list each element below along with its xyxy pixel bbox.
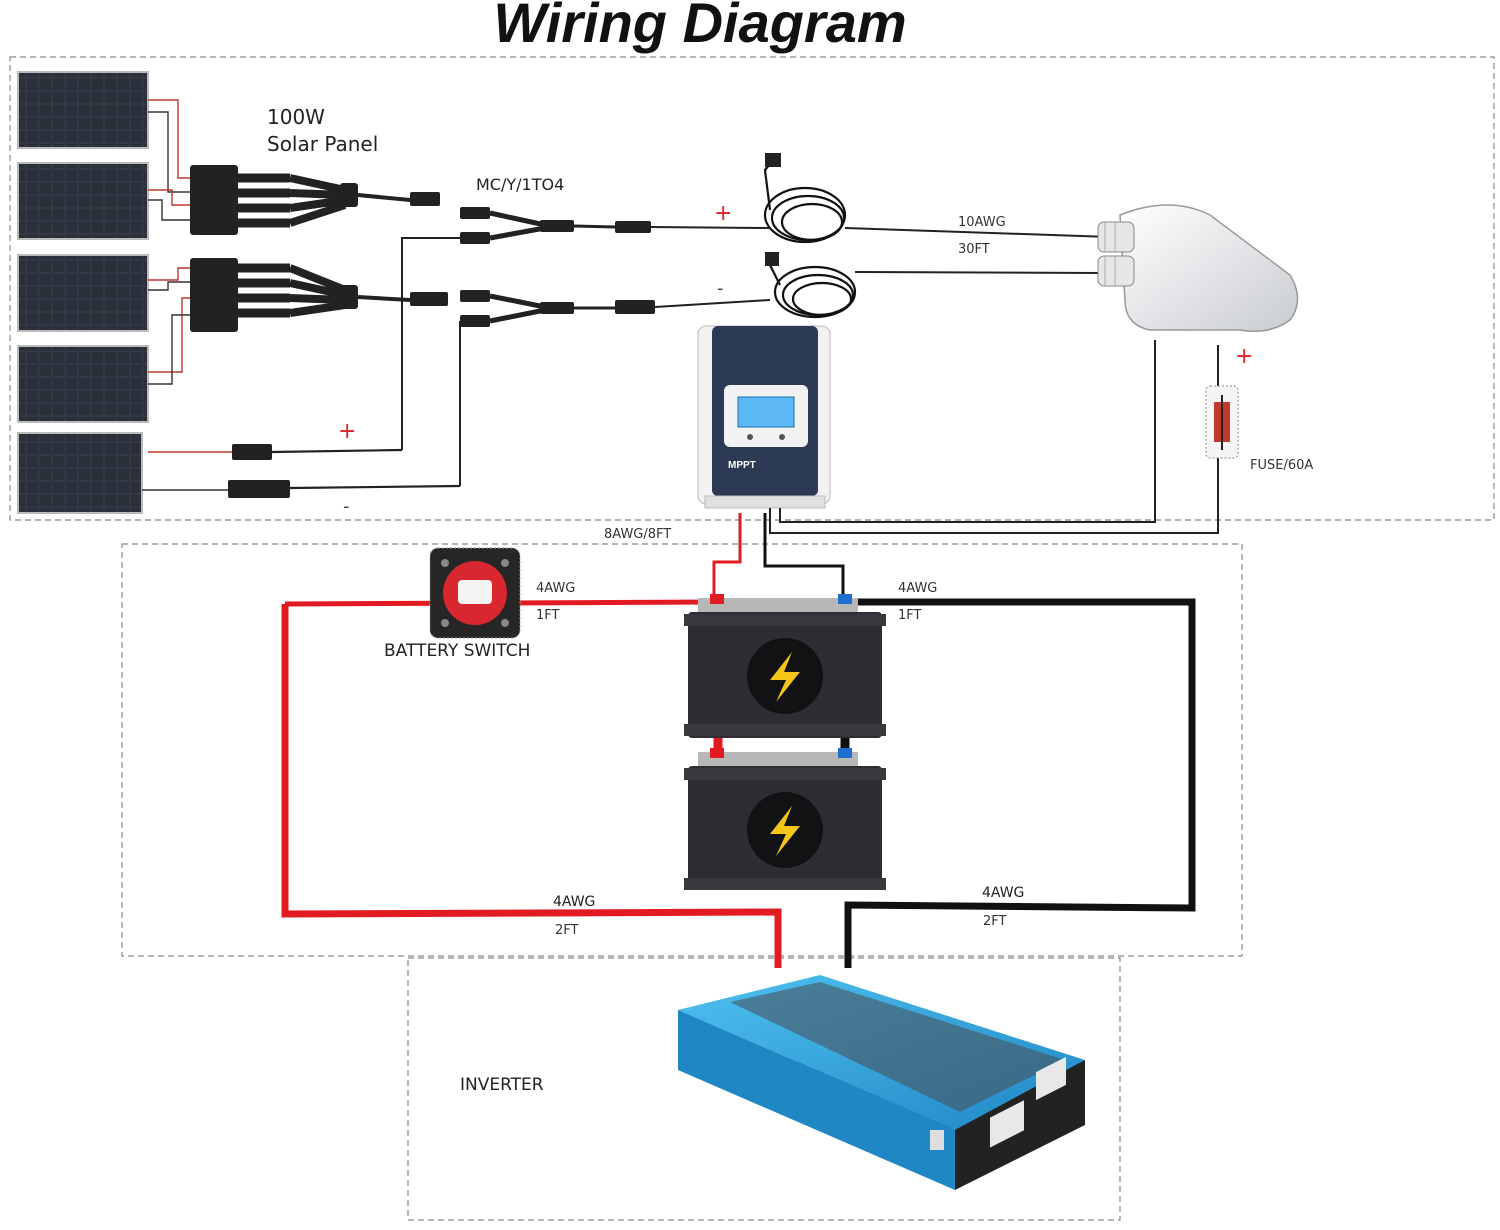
controller-wires	[769, 340, 1219, 534]
mc4-branch-connector-icon	[190, 165, 440, 235]
solar-panel-icon	[17, 254, 149, 332]
solar-panel-icon	[17, 162, 149, 240]
minus-sign: -	[717, 278, 724, 299]
panel-leads	[142, 99, 235, 491]
inverter-label: INVERTER	[460, 1075, 544, 1095]
cable-coil-icon	[765, 252, 857, 319]
battery-switch-label: BATTERY SWITCH	[384, 641, 530, 661]
page-title: Wiring Diagram	[493, 0, 906, 54]
charge-controller-icon: MPPT	[697, 325, 831, 509]
pv-cable-length-label: 30FT	[958, 242, 990, 257]
fuse-icon	[1205, 385, 1239, 459]
pv-cable-gauge-label: 10AWG	[958, 215, 1006, 230]
inverter-negative-length-label: 2FT	[983, 914, 1007, 929]
mc4-branch-connector-icon	[190, 258, 448, 332]
battery-icon	[684, 752, 886, 890]
top-negative-length-label: 1FT	[898, 608, 922, 623]
pv-section-frame	[9, 56, 1495, 521]
top-positive-length-label: 1FT	[536, 608, 560, 623]
panel-type-label: Solar Panel	[267, 132, 378, 156]
controller-cable-label: 8AWG/8FT	[604, 527, 671, 542]
inverter-icon	[678, 975, 1085, 1190]
plus-sign: +	[714, 201, 732, 226]
lightning-bolt-icon	[770, 652, 800, 702]
lightning-bolt-icon	[770, 806, 800, 856]
solar-panel-icon	[17, 71, 149, 149]
solar-panel-icon	[17, 345, 149, 423]
pv-string-wires	[401, 226, 771, 486]
branch-connector-label: MC/Y/1TO4	[476, 175, 564, 194]
inverter-positive-length-label: 2FT	[555, 923, 579, 938]
top-positive-gauge-label: 4AWG	[536, 581, 575, 596]
inverter-positive-gauge-label: 4AWG	[553, 894, 595, 910]
mc4-connector-icon	[228, 444, 461, 498]
solar-panel-icon	[17, 432, 143, 514]
y-connector-icon	[460, 290, 655, 327]
fuse-label: FUSE/60A	[1250, 458, 1313, 473]
battery-switch-icon	[429, 547, 521, 639]
battery-icon	[684, 598, 886, 738]
controller-brand-label: MPPT	[728, 460, 756, 471]
battery-section-frame	[121, 543, 1243, 957]
plus-sign: +	[338, 419, 356, 444]
minus-sign: -	[343, 496, 350, 517]
top-negative-gauge-label: 4AWG	[898, 581, 937, 596]
cable-coil-icon	[763, 153, 847, 244]
panel-wattage-label: 100W	[267, 105, 325, 129]
battery-wiring	[281, 513, 1196, 968]
y-connector-icon	[460, 207, 651, 244]
inverter-negative-gauge-label: 4AWG	[982, 885, 1024, 901]
pv-feed-wires	[844, 227, 1111, 274]
plus-sign: +	[1235, 344, 1253, 369]
inverter-section-frame	[407, 957, 1121, 1221]
cable-entry-gland-icon	[1097, 204, 1299, 332]
